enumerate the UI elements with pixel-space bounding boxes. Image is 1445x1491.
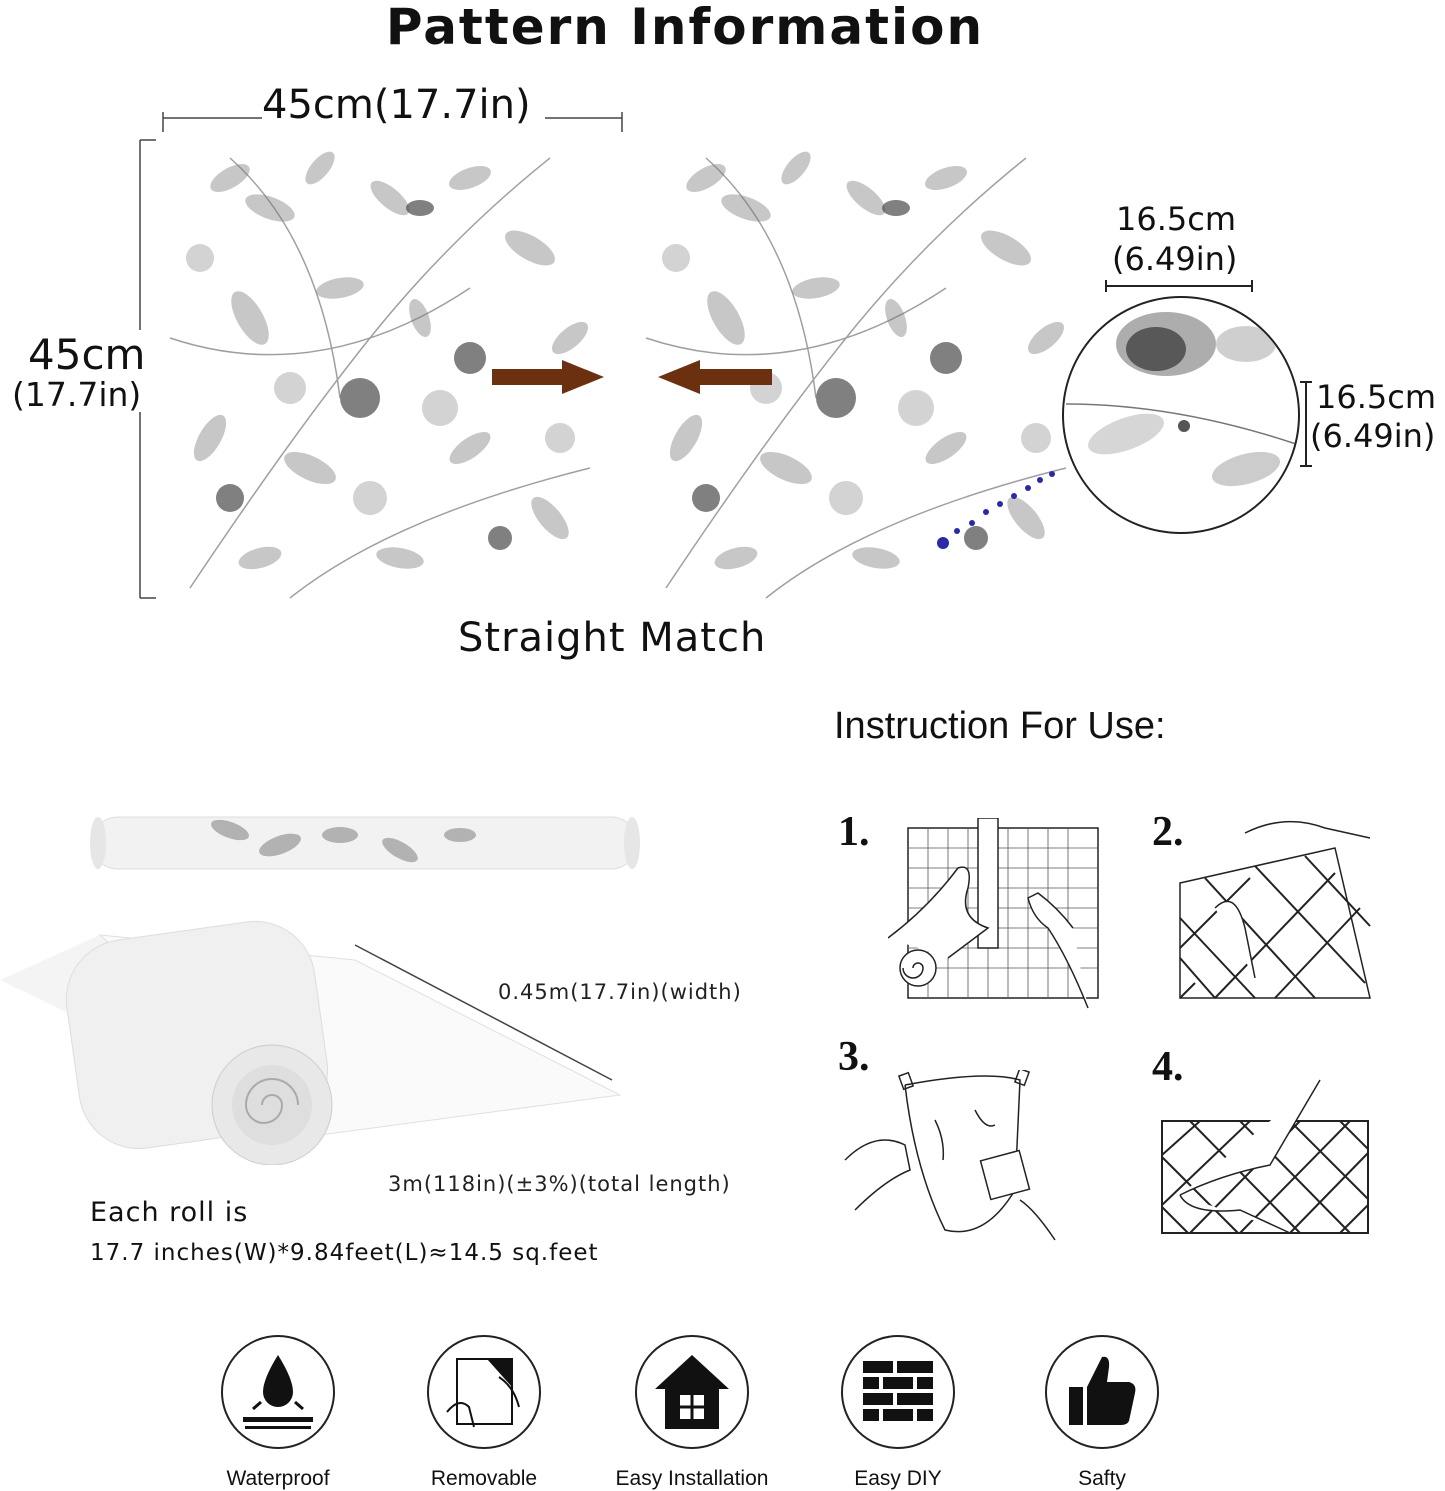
brick-wall-icon xyxy=(841,1335,955,1449)
roll-length-label: 3m(118in)(±3%)(total length) xyxy=(388,1172,731,1196)
step-1-number: 1. xyxy=(838,809,870,855)
repeat-height-cm: 16.5cm xyxy=(1316,378,1437,416)
feature-easy-diy: Easy DIY xyxy=(798,1335,998,1491)
peel-hands-icon xyxy=(427,1335,541,1449)
house-icon xyxy=(635,1335,749,1449)
repeat-width-in: (6.49in) xyxy=(1112,240,1238,278)
pattern-panels xyxy=(160,138,1098,600)
straight-match-label: Straight Match xyxy=(458,615,767,661)
feature-label: Removable xyxy=(430,1467,538,1490)
feature-label: Easy Installation xyxy=(615,1467,769,1490)
match-arrows xyxy=(492,360,772,394)
feature-easy-installation: Easy Installation xyxy=(592,1335,792,1491)
height-dimension-cm: 45cm xyxy=(28,330,146,379)
pattern-repeat-circle xyxy=(1062,296,1300,534)
page-title: Pattern Information xyxy=(385,0,985,56)
width-dimension-label: 45cm(17.7in) xyxy=(262,82,531,128)
step-2-number: 2. xyxy=(1152,809,1184,855)
instruction-title: Instruction For Use: xyxy=(834,705,1166,747)
feature-safty: Safty xyxy=(1002,1335,1202,1491)
step-4-illustration xyxy=(1161,1079,1369,1234)
step-4-number: 4. xyxy=(1152,1044,1184,1090)
roll-width-label: 0.45m(17.7in)(width) xyxy=(498,980,742,1004)
each-roll-line1: Each roll is xyxy=(90,1197,249,1228)
step-1-illustration xyxy=(888,818,1099,1009)
step-3-illustration xyxy=(844,1070,1056,1241)
step-2-illustration xyxy=(1179,820,1371,999)
repeat-width-cm: 16.5cm xyxy=(1116,200,1237,238)
feature-removable: Removable xyxy=(384,1335,584,1491)
thumbs-up-icon xyxy=(1045,1335,1159,1449)
each-roll-line2: 17.7 inches(W)*9.84feet(L)≈14.5 sq.feet xyxy=(90,1240,599,1266)
wallpaper-roll-illustration xyxy=(0,816,640,1165)
height-dimension-in: (17.7in) xyxy=(12,375,142,414)
feature-waterproof: Waterproof xyxy=(178,1335,378,1491)
step-3-number: 3. xyxy=(838,1034,870,1080)
feature-label: Waterproof xyxy=(226,1467,330,1490)
repeat-height-in: (6.49in) xyxy=(1310,417,1436,455)
water-drop-icon xyxy=(221,1335,335,1449)
feature-label: Easy DIY xyxy=(854,1467,942,1490)
dimension-lines xyxy=(139,112,1312,599)
feature-label: Safty xyxy=(1078,1467,1126,1490)
